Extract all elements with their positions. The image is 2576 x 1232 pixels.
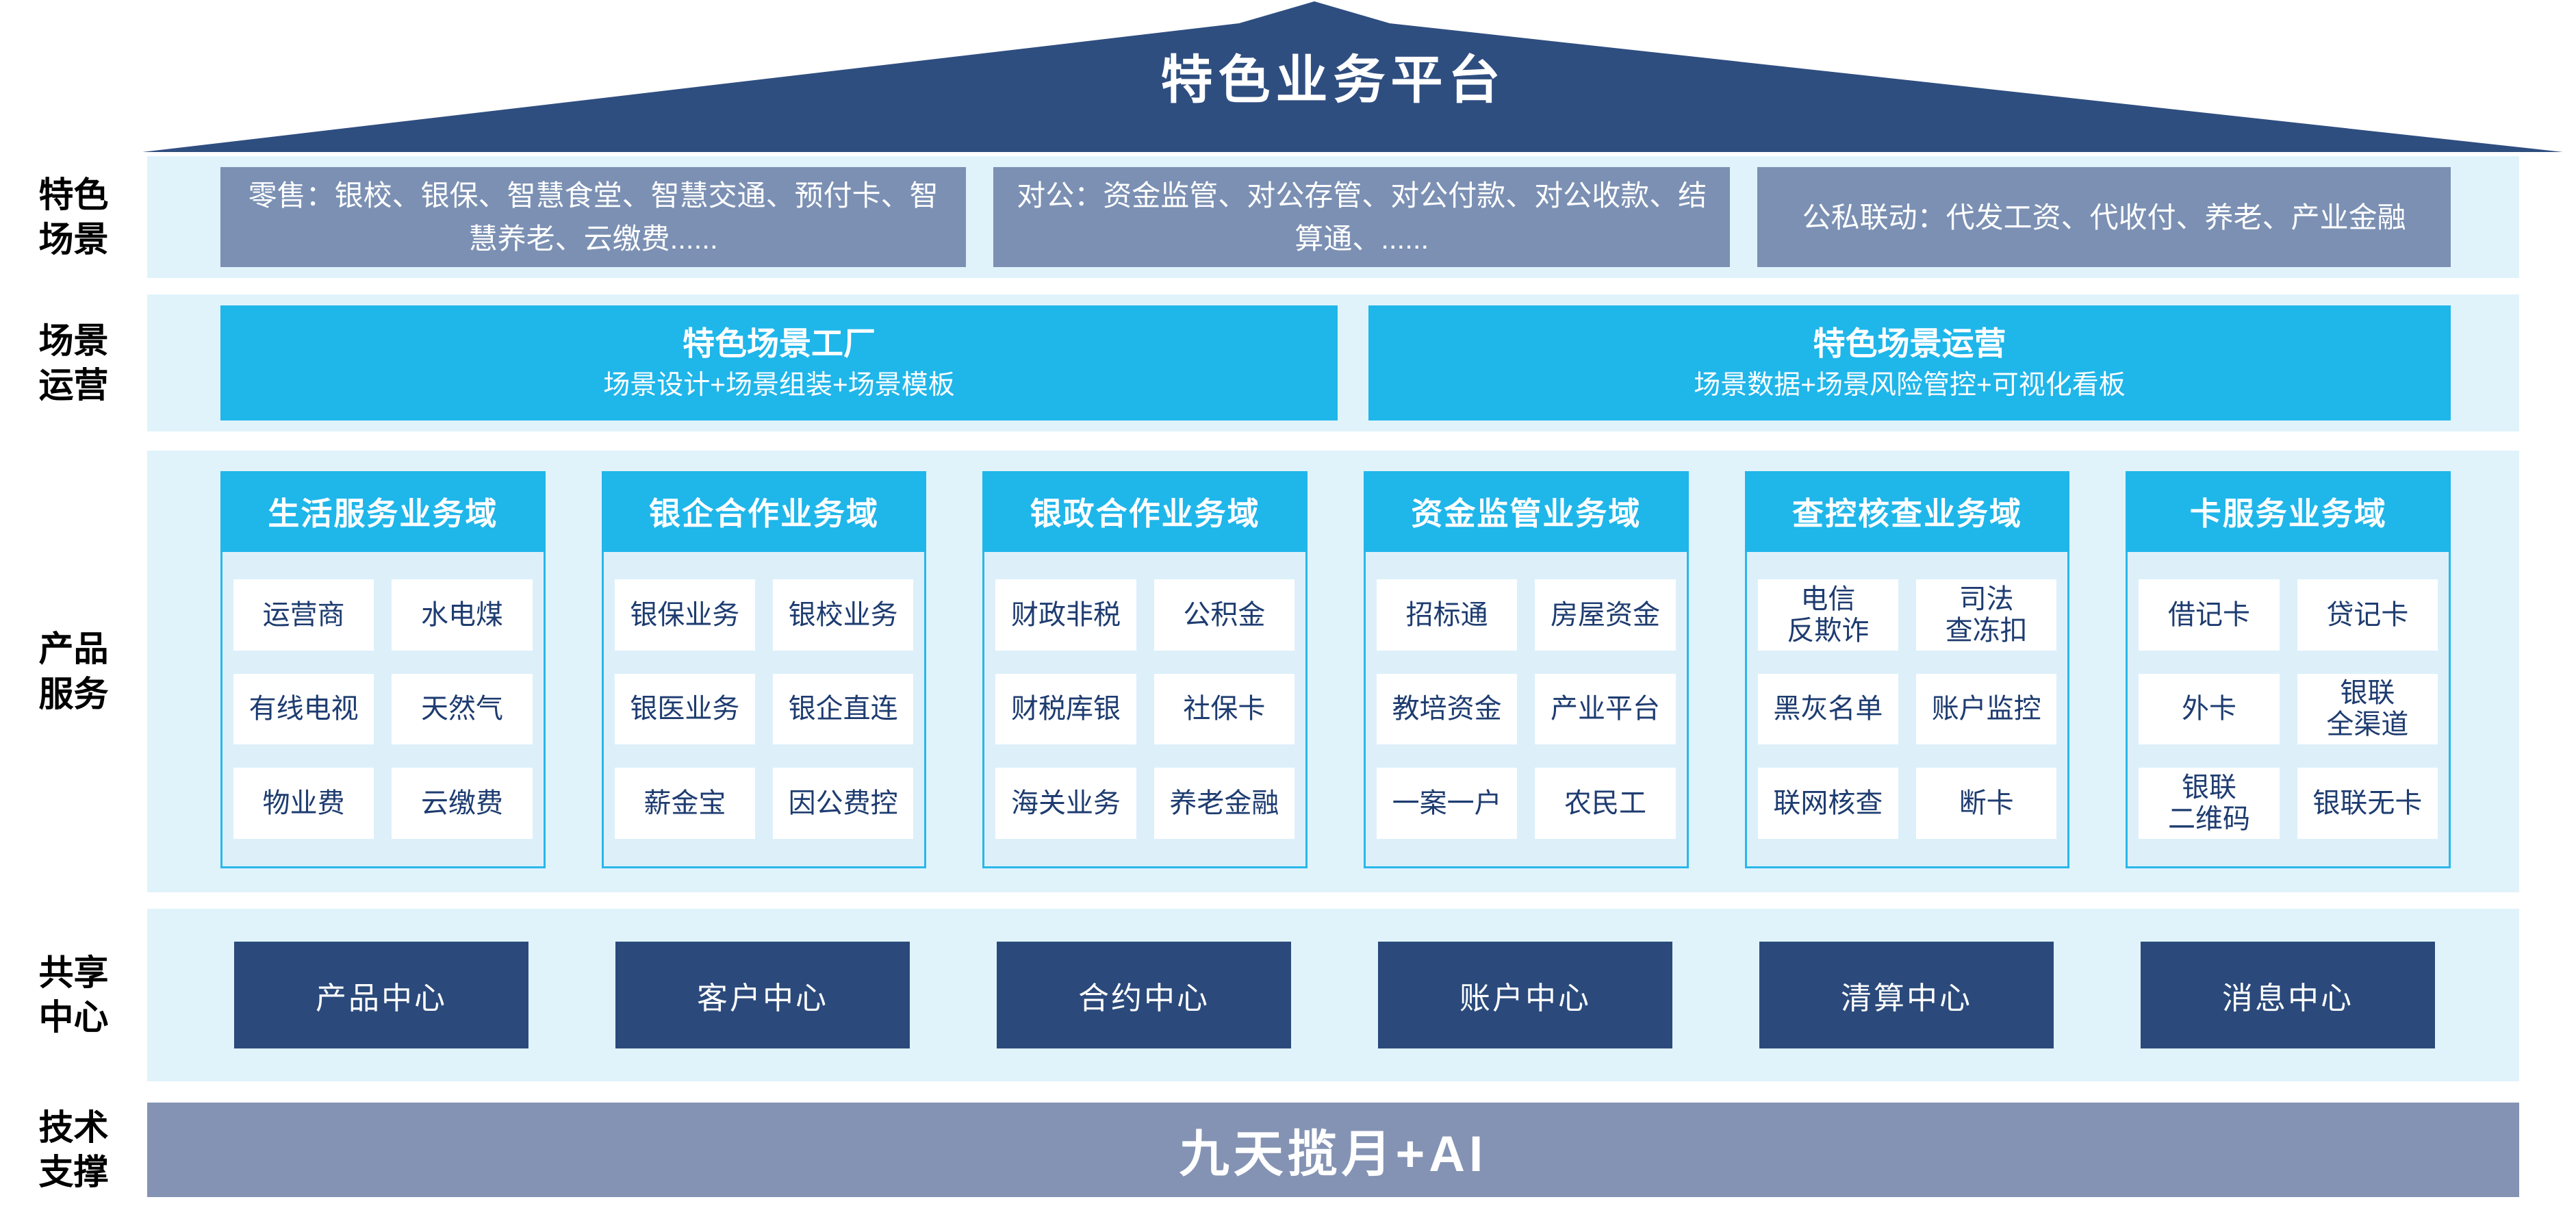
center-box: 客户中心	[615, 942, 910, 1048]
operation-box: 特色场景工厂 场景设计+场景组装+场景模板	[220, 305, 1338, 420]
domain-header: 银企合作业务域	[601, 471, 927, 552]
roof-banner-shape	[142, 1, 2563, 152]
product-domain: 生活服务业务域 运营商水电煤有线电视天然气物业费云缴费	[220, 471, 546, 868]
center-box: 合约中心	[997, 942, 1291, 1048]
product-cell: 薪金宝	[614, 768, 755, 839]
operation-band-background: 特色场景工厂 场景设计+场景组装+场景模板 特色场景运营 场景数据+场景风险管控…	[147, 294, 2519, 431]
product-cell: 联网核查	[1757, 768, 1899, 839]
product-cell: 借记卡	[2139, 579, 2280, 651]
product-cell: 银企直连	[773, 673, 914, 745]
center-box: 产品中心	[234, 942, 528, 1048]
product-cell: 财税库银	[995, 673, 1136, 745]
centers-band-background: 产品中心客户中心合约中心账户中心清算中心消息中心	[147, 909, 2519, 1081]
operation-box-subtitle: 场景设计+场景组装+场景模板	[603, 370, 955, 400]
side-label-scenes: 特色 场景	[38, 175, 109, 259]
domain-header: 生活服务业务域	[220, 471, 546, 552]
band-tech-support: 技术 支撑 九天揽月+AI	[0, 1103, 2519, 1197]
center-box: 消息中心	[2141, 942, 2435, 1048]
product-cell: 因公费控	[773, 768, 914, 839]
operation-box-subtitle: 场景数据+场景风险管控+可视化看板	[1694, 370, 2126, 400]
product-cell: 房屋资金	[1535, 579, 1676, 651]
product-cell: 教培资金	[1377, 673, 1518, 745]
product-cell: 养老金融	[1153, 768, 1295, 839]
domain-header: 资金监管业务域	[1364, 471, 1689, 552]
product-cell: 外卡	[2139, 673, 2280, 745]
product-cell: 银医业务	[614, 673, 755, 745]
product-cell: 公积金	[1153, 579, 1295, 651]
product-cell: 银保业务	[614, 579, 755, 651]
domain-header: 查控核查业务域	[1744, 471, 2070, 552]
domain-body: 电信 反欺诈司法 查冻扣黑灰名单账户监控联网核查断卡	[1744, 552, 2070, 868]
operation-box-title: 特色场景运营	[1813, 325, 2006, 362]
band-product-services: 产品 服务 生活服务业务域 运营商水电煤有线电视天然气物业费云缴费 银企合作业务…	[0, 451, 2519, 892]
domain-body: 招标通房屋资金教培资金产业平台一案一户农民工	[1364, 552, 1689, 868]
products-band-background: 生活服务业务域 运营商水电煤有线电视天然气物业费云缴费 银企合作业务域 银保业务…	[147, 451, 2519, 892]
product-cell: 水电煤	[392, 579, 533, 651]
scenes-band-background: 零售：银校、银保、智慧食堂、智慧交通、预付卡、智慧养老、云缴费...... 对公：…	[147, 156, 2519, 278]
product-cell: 银联 二维码	[2139, 768, 2280, 839]
product-domain: 查控核查业务域 电信 反欺诈司法 查冻扣黑灰名单账户监控联网核查断卡	[1744, 471, 2070, 868]
product-cell: 农民工	[1535, 768, 1676, 839]
band-shared-centers: 共享 中心 产品中心客户中心合约中心账户中心清算中心消息中心	[0, 909, 2519, 1081]
center-box-list: 产品中心客户中心合约中心账户中心清算中心消息中心	[147, 909, 2519, 1081]
domain-body: 财政非税公积金财税库银社保卡海关业务养老金融	[982, 552, 1308, 868]
product-domain: 银企合作业务域 银保业务银校业务银医业务银企直连薪金宝因公费控	[601, 471, 927, 868]
product-cell: 产业平台	[1535, 673, 1676, 745]
operation-box-list: 特色场景工厂 场景设计+场景组装+场景模板 特色场景运营 场景数据+场景风险管控…	[147, 294, 2519, 431]
product-cell: 贷记卡	[2297, 579, 2438, 651]
product-domain: 卡服务业务域 借记卡贷记卡外卡银联 全渠道银联 二维码银联无卡	[2126, 471, 2451, 868]
product-cell: 物业费	[233, 768, 374, 839]
product-cell: 账户监控	[1916, 673, 2057, 745]
product-cell: 银联 全渠道	[2297, 673, 2438, 745]
product-domain: 资金监管业务域 招标通房屋资金教培资金产业平台一案一户农民工	[1364, 471, 1689, 868]
product-cell: 财政非税	[995, 579, 1136, 651]
center-box: 清算中心	[1759, 942, 2054, 1048]
product-cell: 银校业务	[773, 579, 914, 651]
operation-box-title: 特色场景工厂	[682, 325, 876, 362]
center-box: 账户中心	[1378, 942, 1672, 1048]
scene-box: 对公：资金监管、对公存管、对公付款、对公收款、结算通、......	[993, 167, 1731, 267]
side-label-centers: 共享 中心	[38, 953, 109, 1037]
page-title: 特色业务平台	[1160, 51, 1506, 110]
scene-box: 公私联动：代发工资、代收付、养老、产业金融	[1757, 167, 2451, 267]
side-label-tech: 技术 支撑	[38, 1107, 109, 1192]
domain-body: 银保业务银校业务银医业务银企直连薪金宝因公费控	[601, 552, 927, 868]
band-scenes: 特色 场景 零售：银校、银保、智慧食堂、智慧交通、预付卡、智慧养老、云缴费...…	[0, 156, 2519, 278]
product-cell: 有线电视	[233, 673, 374, 745]
product-domain: 银政合作业务域 财政非税公积金财税库银社保卡海关业务养老金融	[982, 471, 1308, 868]
product-cell: 断卡	[1916, 768, 2057, 839]
domain-header: 卡服务业务域	[2126, 471, 2451, 552]
tech-support-bar: 九天揽月+AI	[147, 1103, 2519, 1197]
product-cell: 海关业务	[995, 768, 1136, 839]
product-cell: 云缴费	[392, 768, 533, 839]
side-label-operation: 场景 运营	[38, 320, 109, 405]
domain-body: 运营商水电煤有线电视天然气物业费云缴费	[220, 552, 546, 868]
domain-header: 银政合作业务域	[982, 471, 1308, 552]
scene-box: 零售：银校、银保、智慧食堂、智慧交通、预付卡、智慧养老、云缴费......	[220, 167, 967, 267]
product-cell: 招标通	[1377, 579, 1518, 651]
domain-body: 借记卡贷记卡外卡银联 全渠道银联 二维码银联无卡	[2126, 552, 2451, 868]
product-domain-list: 生活服务业务域 运营商水电煤有线电视天然气物业费云缴费 银企合作业务域 银保业务…	[147, 451, 2519, 892]
product-cell: 运营商	[233, 579, 374, 651]
product-cell: 黑灰名单	[1757, 673, 1899, 745]
product-cell: 社保卡	[1153, 673, 1295, 745]
product-cell: 银联无卡	[2297, 768, 2438, 839]
band-scene-operation: 场景 运营 特色场景工厂 场景设计+场景组装+场景模板 特色场景运营 场景数据+…	[0, 294, 2519, 431]
operation-box: 特色场景运营 场景数据+场景风险管控+可视化看板	[1368, 305, 2451, 420]
scene-box-list: 零售：银校、银保、智慧食堂、智慧交通、预付卡、智慧养老、云缴费...... 对公：…	[147, 156, 2519, 278]
product-cell: 天然气	[392, 673, 533, 745]
side-label-products: 产品 服务	[38, 629, 109, 714]
product-cell: 司法 查冻扣	[1916, 579, 2057, 651]
product-cell: 电信 反欺诈	[1757, 579, 1899, 651]
product-cell: 一案一户	[1377, 768, 1518, 839]
